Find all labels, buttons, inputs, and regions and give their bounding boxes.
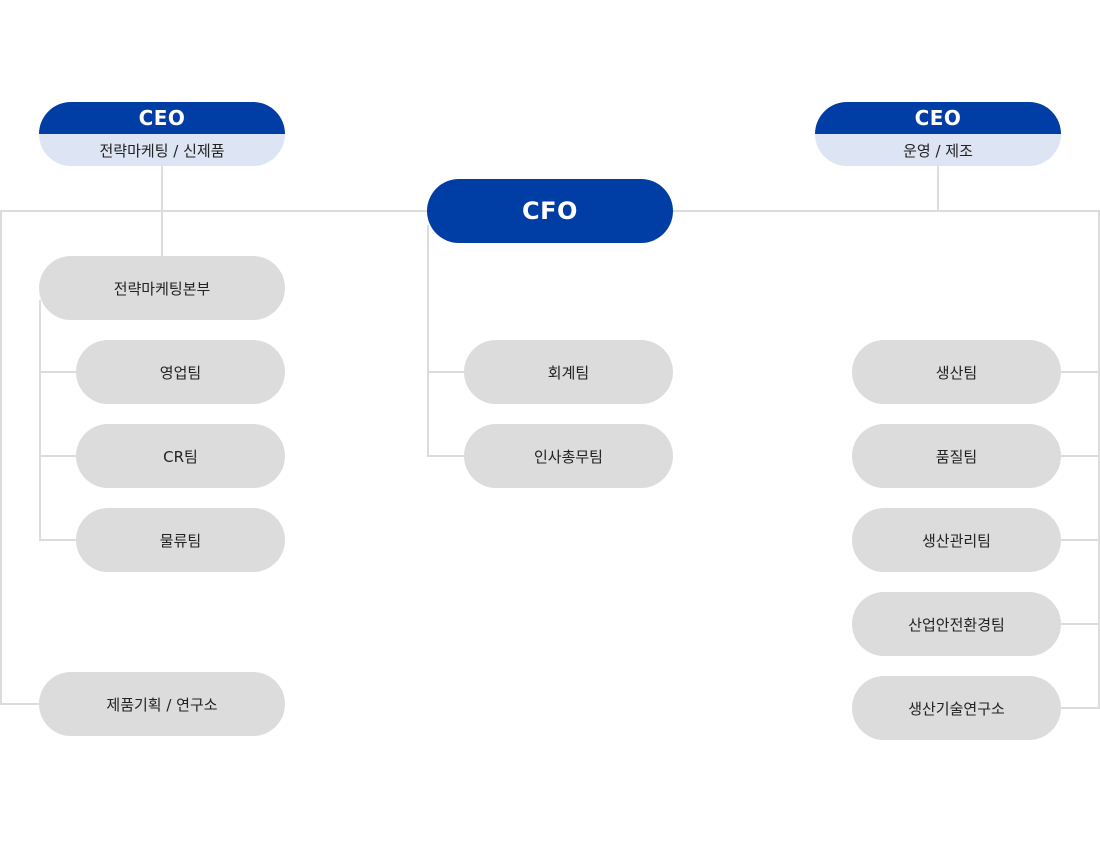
connector-left-edge <box>0 210 2 705</box>
right-team-node-3: 생산관리팀 <box>852 508 1061 572</box>
right-team-node-4: 산업안전환경팀 <box>852 592 1061 656</box>
connector-left-bottom <box>0 703 40 705</box>
left-ceo-subtitle: 전략마케팅 / 신제품 <box>39 134 285 166</box>
left-team-node-3: 물류팀 <box>76 508 285 572</box>
connector-right-edge <box>1098 210 1100 709</box>
left-ceo-title: CEO <box>39 102 285 134</box>
right-ceo-box: CEO 운영 / 제조 <box>815 102 1061 166</box>
right-ceo-subtitle: 운영 / 제조 <box>815 134 1061 166</box>
connector-left-ceo <box>161 166 163 256</box>
right-team-node-5: 생산기술연구소 <box>852 676 1061 740</box>
connector-right-team-5 <box>1060 707 1100 709</box>
left-bottom-node: 제품기획 / 연구소 <box>39 672 285 736</box>
connector-right-team-3 <box>1060 539 1100 541</box>
right-team-node-2: 품질팀 <box>852 424 1061 488</box>
left-team-node-1: 영업팀 <box>76 340 285 404</box>
connector-right-team-2 <box>1060 455 1100 457</box>
right-ceo-title: CEO <box>815 102 1061 134</box>
connector-center <box>427 225 429 457</box>
center-team-node-1: 회계팀 <box>464 340 673 404</box>
right-team-node-1: 생산팀 <box>852 340 1061 404</box>
connector-right-ceo <box>937 166 939 211</box>
left-team-node-2: CR팀 <box>76 424 285 488</box>
left-ceo-box: CEO 전략마케팅 / 신제품 <box>39 102 285 166</box>
connector-left-team-3 <box>39 539 77 541</box>
connector-left-team-1 <box>39 371 77 373</box>
connector-center-team-2 <box>427 455 465 457</box>
center-team-node-2: 인사총무팀 <box>464 424 673 488</box>
left-division-node: 전략마케팅본부 <box>39 256 285 320</box>
cfo-box: CFO <box>427 179 673 243</box>
connector-main-left <box>0 210 428 212</box>
connector-right-team-1 <box>1060 371 1100 373</box>
connector-left-team-2 <box>39 455 77 457</box>
connector-center-team-1 <box>427 371 465 373</box>
connector-right-team-4 <box>1060 623 1100 625</box>
connector-main-right <box>672 210 1100 212</box>
connector-left-division <box>39 300 41 541</box>
